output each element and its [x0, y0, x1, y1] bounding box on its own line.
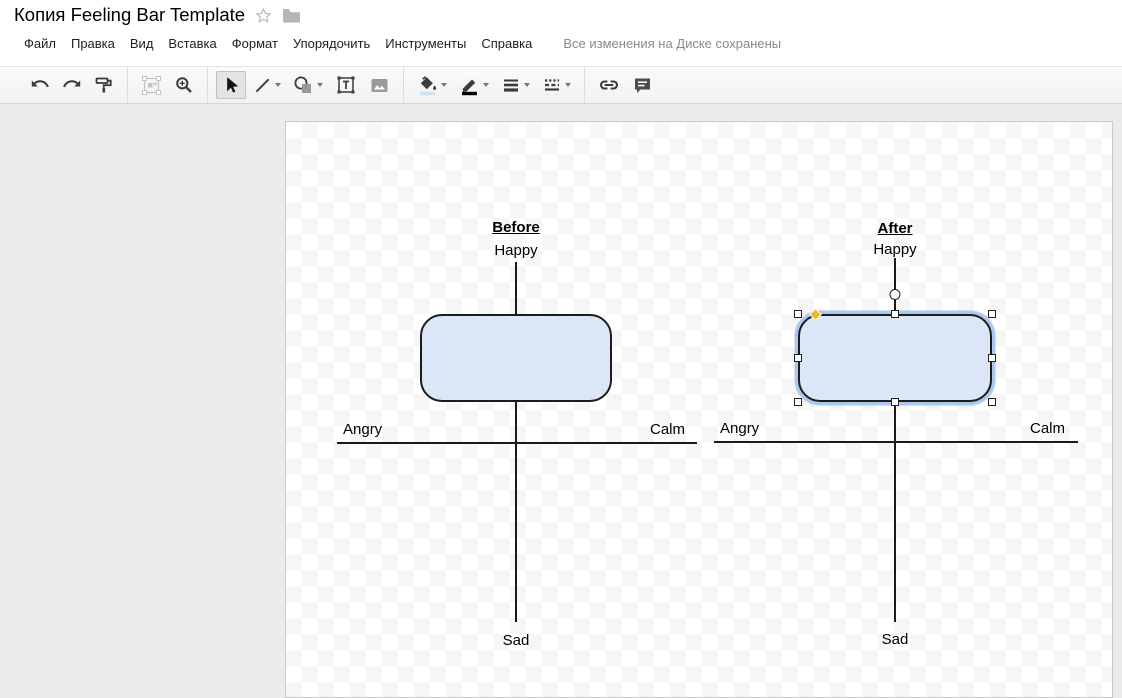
star-icon[interactable] [255, 7, 272, 24]
toolbar [0, 66, 1122, 104]
line-tool-dropdown-caret[interactable] [275, 83, 281, 87]
before-feeling-box[interactable] [420, 314, 612, 402]
toolbar-separator [584, 67, 585, 103]
link-icon [599, 80, 619, 90]
paint-format-icon [95, 77, 112, 93]
text-box-icon [337, 76, 355, 94]
fill-color-button[interactable] [412, 71, 452, 99]
toolbar-separator [127, 67, 128, 103]
after-heading[interactable]: After [877, 220, 913, 237]
select-arrow-icon [227, 77, 239, 93]
menu-edit[interactable]: Правка [70, 36, 115, 51]
menu-view[interactable]: Вид [129, 36, 154, 51]
menu-help[interactable]: Справка [481, 36, 533, 51]
redo-button[interactable] [57, 71, 87, 99]
zoom-to-fit-button[interactable] [136, 71, 167, 99]
zoom-to-fit-icon [142, 75, 161, 95]
after-sad-label[interactable]: Sad [881, 631, 909, 648]
line-icon [255, 78, 270, 92]
resize-handle-s[interactable] [891, 398, 899, 406]
shape-icon [294, 76, 311, 93]
menu-insert[interactable]: Вставка [168, 36, 217, 51]
line-color-button[interactable] [454, 71, 494, 99]
fill-color-dropdown-caret[interactable] [441, 83, 447, 87]
text-box-button[interactable] [330, 71, 362, 99]
resize-handle-n[interactable] [891, 310, 899, 318]
resize-handle-nw[interactable] [794, 310, 802, 318]
shape-tool-button[interactable] [288, 71, 328, 99]
drawing-canvas[interactable]: Before Happy Angry Calm Sad After Happy … [285, 121, 1113, 698]
insert-link-button[interactable] [593, 71, 625, 99]
rotation-handle[interactable] [889, 289, 901, 300]
before-calm-label[interactable]: Calm [650, 421, 686, 438]
after-horizontal-line[interactable] [714, 441, 1078, 443]
after-vertical-line[interactable] [894, 258, 896, 622]
after-happy-label[interactable]: Happy [873, 241, 917, 258]
workspace: Before Happy Angry Calm Sad After Happy … [0, 104, 1122, 698]
paint-format-button[interactable] [89, 71, 119, 99]
toolbar-separator [403, 67, 404, 103]
document-title[interactable]: Копия Feeling Bar Template [14, 4, 246, 25]
move-to-folder-icon[interactable] [282, 8, 301, 23]
select-tool-button[interactable] [216, 71, 246, 99]
resize-handle-se[interactable] [988, 398, 996, 406]
before-heading[interactable]: Before [492, 219, 540, 236]
fill-color-icon [420, 75, 437, 95]
before-angry-label[interactable]: Angry [343, 421, 383, 438]
undo-icon [31, 80, 49, 88]
menu-file[interactable]: Файл [24, 36, 56, 51]
insert-comment-button[interactable] [627, 71, 658, 99]
toolbar-separator [207, 67, 208, 103]
line-color-dropdown-caret[interactable] [483, 83, 489, 87]
line-weight-dropdown-caret[interactable] [524, 83, 530, 87]
shape-tool-dropdown-caret[interactable] [317, 83, 323, 87]
insert-image-button[interactable] [364, 71, 395, 99]
comment-icon [635, 78, 650, 93]
undo-button[interactable] [25, 71, 55, 99]
menu-tools[interactable]: Инструменты [385, 36, 467, 51]
resize-handle-sw[interactable] [794, 398, 802, 406]
before-sad-label[interactable]: Sad [502, 632, 530, 649]
resize-handle-w[interactable] [794, 354, 802, 362]
image-icon [371, 78, 388, 92]
before-happy-label[interactable]: Happy [494, 242, 538, 259]
line-dash-dropdown-caret[interactable] [565, 83, 571, 87]
menu-format[interactable]: Формат [231, 36, 278, 51]
line-dash-button[interactable] [537, 71, 576, 99]
menu-arrange[interactable]: Упорядочить [292, 36, 371, 51]
selection-overlay [794, 289, 996, 406]
line-color-icon [462, 79, 477, 95]
line-weight-button[interactable] [496, 71, 535, 99]
line-tool-button[interactable] [248, 71, 286, 99]
after-angry-label[interactable]: Angry [720, 420, 760, 437]
app-header: Копия Feeling Bar Template Файл Правка В… [0, 0, 1122, 66]
line-dash-icon [545, 79, 559, 91]
zoom-button[interactable] [169, 71, 199, 99]
save-status-text: Все изменения на Диске сохранены [563, 36, 782, 51]
resize-handle-ne[interactable] [988, 310, 996, 318]
before-horizontal-line[interactable] [337, 442, 697, 444]
redo-icon [63, 80, 81, 88]
zoom-icon [176, 77, 192, 93]
resize-handle-e[interactable] [988, 354, 996, 362]
after-calm-label[interactable]: Calm [1030, 420, 1066, 437]
after-feeling-box[interactable] [798, 314, 992, 402]
menu-bar: Файл Правка Вид Вставка Формат Упорядочи… [24, 36, 781, 51]
line-weight-icon [504, 79, 518, 92]
